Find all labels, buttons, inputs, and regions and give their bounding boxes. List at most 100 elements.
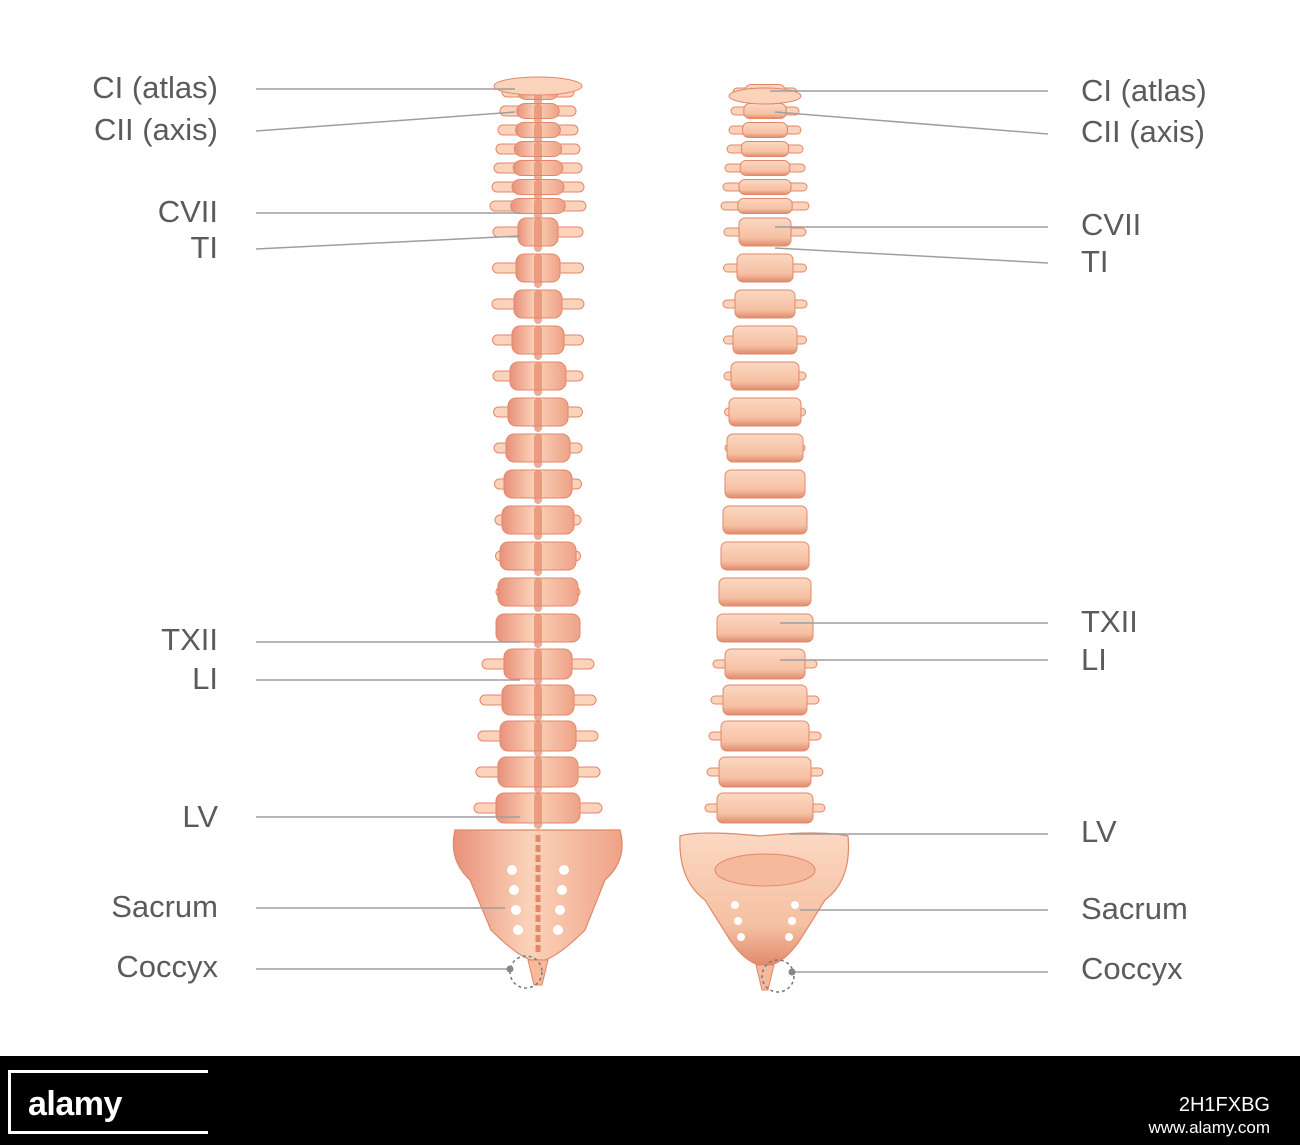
- vertebral-body: [722, 684, 808, 716]
- spinous-process: [534, 649, 542, 685]
- sacral-foramen: [788, 917, 796, 925]
- spinous-process: [534, 793, 542, 829]
- sacral-foramen: [557, 885, 567, 895]
- spinous-process: [534, 506, 542, 540]
- label-left-li: LI: [192, 661, 218, 696]
- label-right-coccyx: Coccyx: [1081, 951, 1183, 986]
- label-right-sacrum: Sacrum: [1081, 891, 1188, 926]
- label-right-cvii: CVII: [1081, 207, 1142, 242]
- label-left-coccyx: Coccyx: [116, 949, 218, 984]
- coccyx-anterior: [755, 964, 775, 991]
- posterior-spine-view: [452, 76, 623, 989]
- vertebral-body: [740, 141, 790, 157]
- spinous-process: [534, 290, 542, 324]
- leader-line-left-ti: [255, 235, 521, 250]
- spinous-process: [534, 179, 542, 201]
- sacral-foramen: [559, 865, 569, 875]
- label-left-txii: TXII: [161, 622, 218, 657]
- logo-frame: [8, 1070, 208, 1134]
- leader-lines: [255, 88, 1049, 976]
- coccyx-dot-right: [788, 968, 796, 976]
- sacral-foramen: [734, 917, 742, 925]
- sacral-foramen: [791, 901, 799, 909]
- spinous-process: [534, 218, 542, 252]
- atlas-anterior: [728, 87, 802, 105]
- vertebral-body: [734, 289, 796, 319]
- vertebral-body: [737, 198, 793, 214]
- spinous-process: [534, 685, 542, 721]
- label-left-cii: CII (axis): [94, 112, 218, 147]
- vertebral-body: [738, 217, 792, 247]
- sacral-foramen: [731, 901, 739, 909]
- vertebral-body: [726, 433, 804, 463]
- spinous-process: [534, 141, 542, 163]
- coccyx-highlight: [761, 959, 795, 993]
- vertebral-body: [716, 792, 814, 824]
- label-right-txii: TXII: [1081, 604, 1138, 639]
- spinous-process: [534, 362, 542, 396]
- spinous-process: [534, 398, 542, 432]
- alamy-logo: alamy: [28, 1085, 122, 1123]
- spinous-process: [534, 103, 542, 125]
- label-right-ci: CI (atlas): [1081, 73, 1207, 108]
- spinous-process: [534, 614, 542, 648]
- coccyx-dot-left: [506, 965, 514, 973]
- leader-line-left-cii: [255, 111, 516, 132]
- sacral-foramen: [553, 925, 563, 935]
- spinous-process: [534, 470, 542, 504]
- vertebral-body: [724, 648, 806, 680]
- spine-diagram: [255, 76, 1049, 993]
- sacral-foramen: [507, 865, 517, 875]
- coccyx-posterior: [527, 959, 549, 986]
- vertebral-body: [728, 397, 802, 427]
- spinous-process: [534, 326, 542, 360]
- label-left-cvii: CVII: [157, 194, 218, 229]
- spinous-process: [534, 160, 542, 182]
- label-right-li: LI: [1081, 642, 1107, 677]
- vertebral-body: [730, 361, 800, 391]
- label-right-cii: CII (axis): [1081, 114, 1205, 149]
- label-left-ti: TI: [190, 230, 218, 265]
- spinous-process: [534, 721, 542, 757]
- vertebral-body: [738, 179, 792, 195]
- label-left-ci: CI (atlas): [92, 70, 218, 105]
- label-left-lv: LV: [182, 799, 218, 834]
- vertebral-body: [732, 325, 798, 355]
- sacrum-anterior: [679, 832, 850, 966]
- vertebral-body: [743, 103, 787, 119]
- spinous-process: [534, 578, 542, 612]
- atlas-posterior: [493, 76, 583, 96]
- sacral-foramen: [555, 905, 565, 915]
- vertebral-body: [722, 505, 808, 535]
- vertebral-body: [718, 577, 812, 607]
- vertebral-body: [720, 720, 810, 752]
- spinous-process: [534, 254, 542, 288]
- sacral-foramen: [737, 933, 745, 941]
- sacral-foramen: [785, 933, 793, 941]
- vertebral-body: [720, 541, 810, 571]
- leader-line-right-cii: [774, 111, 1049, 135]
- sacral-promontory: [714, 853, 816, 887]
- anterior-spine-view: [679, 84, 850, 993]
- vertebral-body: [718, 756, 812, 788]
- vertebral-body: [724, 469, 806, 499]
- sacral-foramen: [509, 885, 519, 895]
- label-right-lv: LV: [1081, 814, 1117, 849]
- spinous-process: [534, 198, 542, 220]
- spinous-process: [534, 542, 542, 576]
- label-left-sacrum: Sacrum: [111, 889, 218, 924]
- spinous-process: [534, 757, 542, 793]
- vertebral-body: [742, 122, 788, 138]
- sacral-foramen: [511, 905, 521, 915]
- watermark-bar: [0, 1056, 1300, 1145]
- leader-line-right-ti: [774, 247, 1049, 264]
- vertebral-body: [736, 253, 794, 283]
- image-id: 2H1FXBG: [1178, 1094, 1270, 1116]
- spinous-process: [534, 434, 542, 468]
- footer-url: www.alamy.com: [1148, 1118, 1270, 1137]
- spinous-process: [534, 122, 542, 144]
- vertebral-body: [716, 613, 814, 643]
- vertebral-body: [739, 160, 791, 176]
- label-right-ti: TI: [1081, 244, 1109, 279]
- sacral-foramen: [513, 925, 523, 935]
